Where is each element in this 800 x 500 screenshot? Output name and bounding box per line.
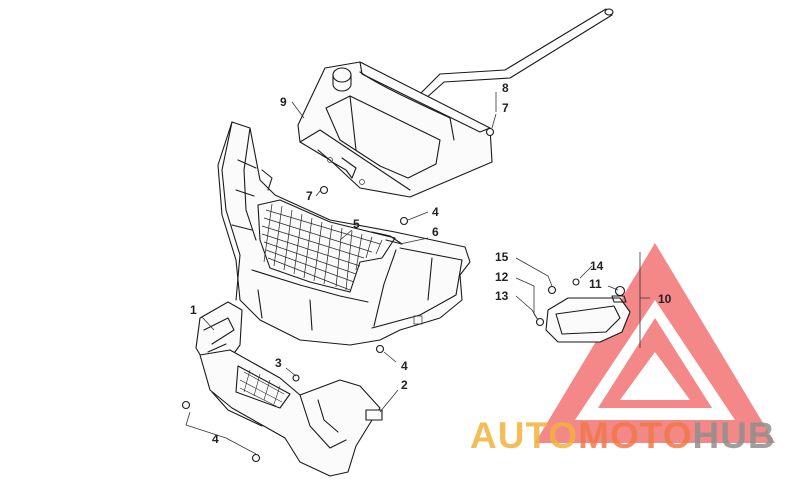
headlight-assembly-part: [535, 278, 631, 343]
watermark-moto: MOTO: [578, 415, 692, 456]
callout-4-mid: 4: [401, 359, 408, 373]
callout-9: 9: [280, 95, 287, 109]
grille-part: [257, 199, 403, 293]
callout-3: 3: [275, 356, 282, 370]
callout-11: 11: [589, 277, 602, 291]
callout-2: 2: [401, 378, 408, 392]
callout-6: 6: [432, 225, 439, 239]
watermark-logo: AUTOMOTOHUB: [470, 415, 776, 456]
watermark-auto: AUTO: [470, 415, 578, 456]
leader-lines: [185, 92, 650, 455]
callout-7-lower: 7: [306, 189, 313, 203]
watermark-hub: HUB: [692, 415, 775, 456]
callout-5: 5: [353, 217, 360, 231]
watermark-triangle-icon: [535, 243, 775, 443]
callout-4-top: 4: [432, 205, 439, 219]
callout-13: 13: [495, 289, 509, 303]
lower-cover-part: [199, 349, 383, 477]
callout-12: 12: [495, 270, 509, 284]
rod-part: [417, 8, 614, 101]
callout-15: 15: [495, 250, 509, 264]
callout-8: 8: [502, 81, 509, 95]
callout-10: 10: [658, 292, 672, 306]
callout-1: 1: [190, 303, 197, 317]
storage-tray-part: [297, 61, 493, 198]
callout-7-upper: 7: [502, 101, 509, 115]
callout-14: 14: [590, 259, 604, 273]
callout-4-bottom: 4: [212, 432, 219, 446]
callout-labels: 1 2 3 4 4 4 5 6 7 7 8 9 10 11 12 13 14 1…: [190, 81, 672, 446]
fastener-icon: [181, 127, 495, 463]
